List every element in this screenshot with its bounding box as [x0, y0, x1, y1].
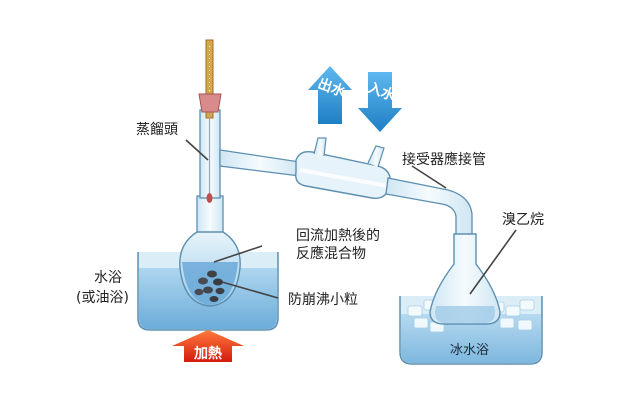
reflux-mixture-label-line1: 回流加熱後的 — [296, 228, 380, 244]
water-bath-label-line2: (或油浴) — [76, 290, 129, 306]
receiver-adapter — [385, 177, 473, 237]
distilling-head-label: 蒸餾頭 — [136, 122, 178, 138]
receiving-flask — [429, 233, 501, 325]
heat-arrow: 加熱 — [172, 330, 244, 362]
distilling-head — [199, 109, 301, 199]
reflux-mixture-label-line2: 反應混合物 — [296, 245, 366, 262]
condenser — [295, 137, 391, 200]
ice-water-bath-label: 冰水浴 — [450, 343, 489, 358]
distilling-head-leader — [185, 139, 209, 161]
stopper — [198, 93, 222, 113]
heat-label: 加熱 — [193, 345, 222, 362]
water-in-arrow: 入水 — [358, 72, 402, 132]
bromoethane-leader — [469, 229, 517, 295]
water-bath-label-line1: 水浴 — [94, 270, 122, 286]
water-out-arrow: 出水 — [308, 66, 352, 124]
receiver-adapter-leader — [411, 165, 447, 189]
reflux-mixture-leader — [213, 245, 263, 263]
receiver-adapter-label: 接受器應接管 — [402, 151, 486, 168]
thermometer — [205, 39, 214, 203]
boiling-chips-leader — [221, 281, 279, 299]
boiling-chips-label: 防崩沸小粒 — [288, 292, 358, 308]
bromoethane-label: 溴乙烷 — [502, 212, 544, 228]
boiling-chips — [194, 270, 225, 302]
